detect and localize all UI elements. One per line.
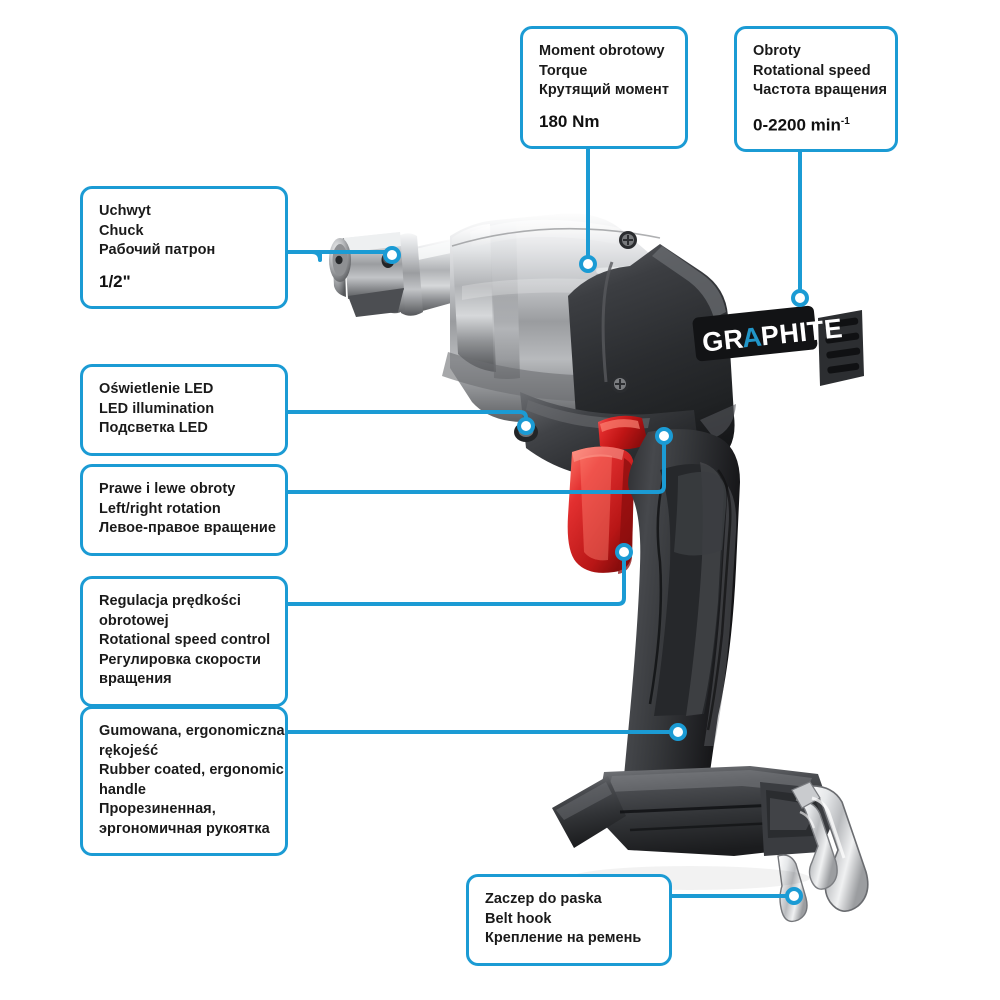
callout-belt-hook-ru: Крепление на ремень bbox=[485, 930, 642, 946]
callout-handle-ru-1: Прорезиненная, bbox=[99, 801, 216, 817]
callout-speed-value-main: 0-2200 min bbox=[753, 115, 841, 135]
callout-led[interactable]: Oświetlenie LED LED illumination Подсвет… bbox=[80, 364, 288, 456]
callout-led-ru: Подсветка LED bbox=[99, 420, 208, 436]
callout-torque-en: Torque bbox=[539, 62, 588, 79]
callout-handle-pl-1: Gumowana, ergonomiczna bbox=[99, 723, 285, 739]
callout-handle-ru-2: эргономичная рукоятка bbox=[99, 820, 270, 837]
tool-body-group bbox=[329, 213, 869, 923]
callout-speed-value-sup: -1 bbox=[840, 115, 850, 127]
callout-speed-value: 0-2200 min-1 bbox=[753, 112, 879, 136]
marker-chuck bbox=[383, 246, 401, 264]
callout-chuck-pl: Uchwyt bbox=[99, 203, 151, 219]
rotation-selector-button bbox=[598, 415, 648, 450]
callout-rotation-en: Left/right rotation bbox=[99, 500, 221, 517]
callout-speed-control-ru-1: Регулировка скорости bbox=[99, 651, 261, 668]
callout-rotation-ru: Левое-правое вращение bbox=[99, 520, 276, 536]
callout-speed-control[interactable]: Regulacja prędkości obrotowej Rotational… bbox=[80, 576, 288, 707]
marker-torque bbox=[579, 255, 597, 273]
marker-rotation bbox=[655, 427, 673, 445]
callout-speed-ru: Частота вращения bbox=[753, 82, 887, 98]
callout-chuck-value: 1/2" bbox=[99, 271, 131, 291]
callout-torque[interactable]: Moment obrotowy Torque Крутящий момент 1… bbox=[520, 26, 688, 149]
callout-speed-en: Rotational speed bbox=[753, 62, 871, 79]
wire-speed-control bbox=[288, 556, 626, 606]
marker-led bbox=[517, 417, 535, 435]
marker-belt-hook bbox=[785, 887, 803, 905]
callout-speed-pl: Obroty bbox=[753, 43, 801, 59]
callout-torque-value: 180 Nm bbox=[539, 111, 600, 131]
callout-handle[interactable]: Gumowana, ergonomiczna rękojeść Rubber c… bbox=[80, 706, 288, 856]
vent-slots bbox=[818, 310, 864, 386]
callout-chuck[interactable]: Uchwyt Chuck Рабочий патрон 1/2" bbox=[80, 186, 288, 309]
callout-speed-control-pl-1: Regulacja prędkości bbox=[99, 593, 241, 609]
callout-chuck-ru: Рабочий патрон bbox=[99, 242, 216, 258]
marker-handle bbox=[669, 723, 687, 741]
svg-text:GR: GR bbox=[701, 324, 745, 358]
callout-speed-control-pl-2: obrotowej bbox=[99, 612, 169, 629]
svg-text:A: A bbox=[741, 322, 764, 354]
callout-led-en: LED illumination bbox=[99, 400, 215, 417]
callout-led-pl: Oświetlenie LED bbox=[99, 381, 214, 397]
callout-handle-en-2: handle bbox=[99, 781, 147, 798]
battery-mount-foot bbox=[552, 766, 832, 856]
housing-screws bbox=[611, 231, 637, 393]
callout-speed-control-en: Rotational speed control bbox=[99, 632, 271, 648]
marker-speed bbox=[791, 289, 809, 307]
marker-speed-control bbox=[615, 543, 633, 561]
callout-rotation-pl: Prawe i lewe obroty bbox=[99, 481, 236, 497]
callout-torque-ru: Крутящий момент bbox=[539, 82, 670, 98]
ergonomic-handle bbox=[624, 429, 740, 776]
callout-belt-hook-pl: Zaczep do paska bbox=[485, 891, 602, 907]
callout-speed[interactable]: Obroty Rotational speed Частота вращения… bbox=[734, 26, 898, 153]
wire-led bbox=[288, 410, 528, 424]
callout-belt-hook-en: Belt hook bbox=[485, 910, 552, 927]
callout-handle-en-1: Rubber coated, ergonomic bbox=[99, 762, 284, 778]
callout-chuck-en: Chuck bbox=[99, 222, 144, 239]
callout-speed-control-ru-2: вращения bbox=[99, 671, 172, 687]
callout-rotation[interactable]: Prawe i lewe obroty Left/right rotation … bbox=[80, 464, 288, 556]
callout-belt-hook[interactable]: Zaczep do paska Belt hook Крепление на р… bbox=[466, 874, 672, 966]
wire-chuck-b bbox=[288, 250, 394, 262]
wire-rotation bbox=[288, 440, 666, 494]
callout-torque-pl: Moment obrotowy bbox=[539, 43, 665, 59]
callout-handle-pl-2: rękojeść bbox=[99, 742, 159, 759]
